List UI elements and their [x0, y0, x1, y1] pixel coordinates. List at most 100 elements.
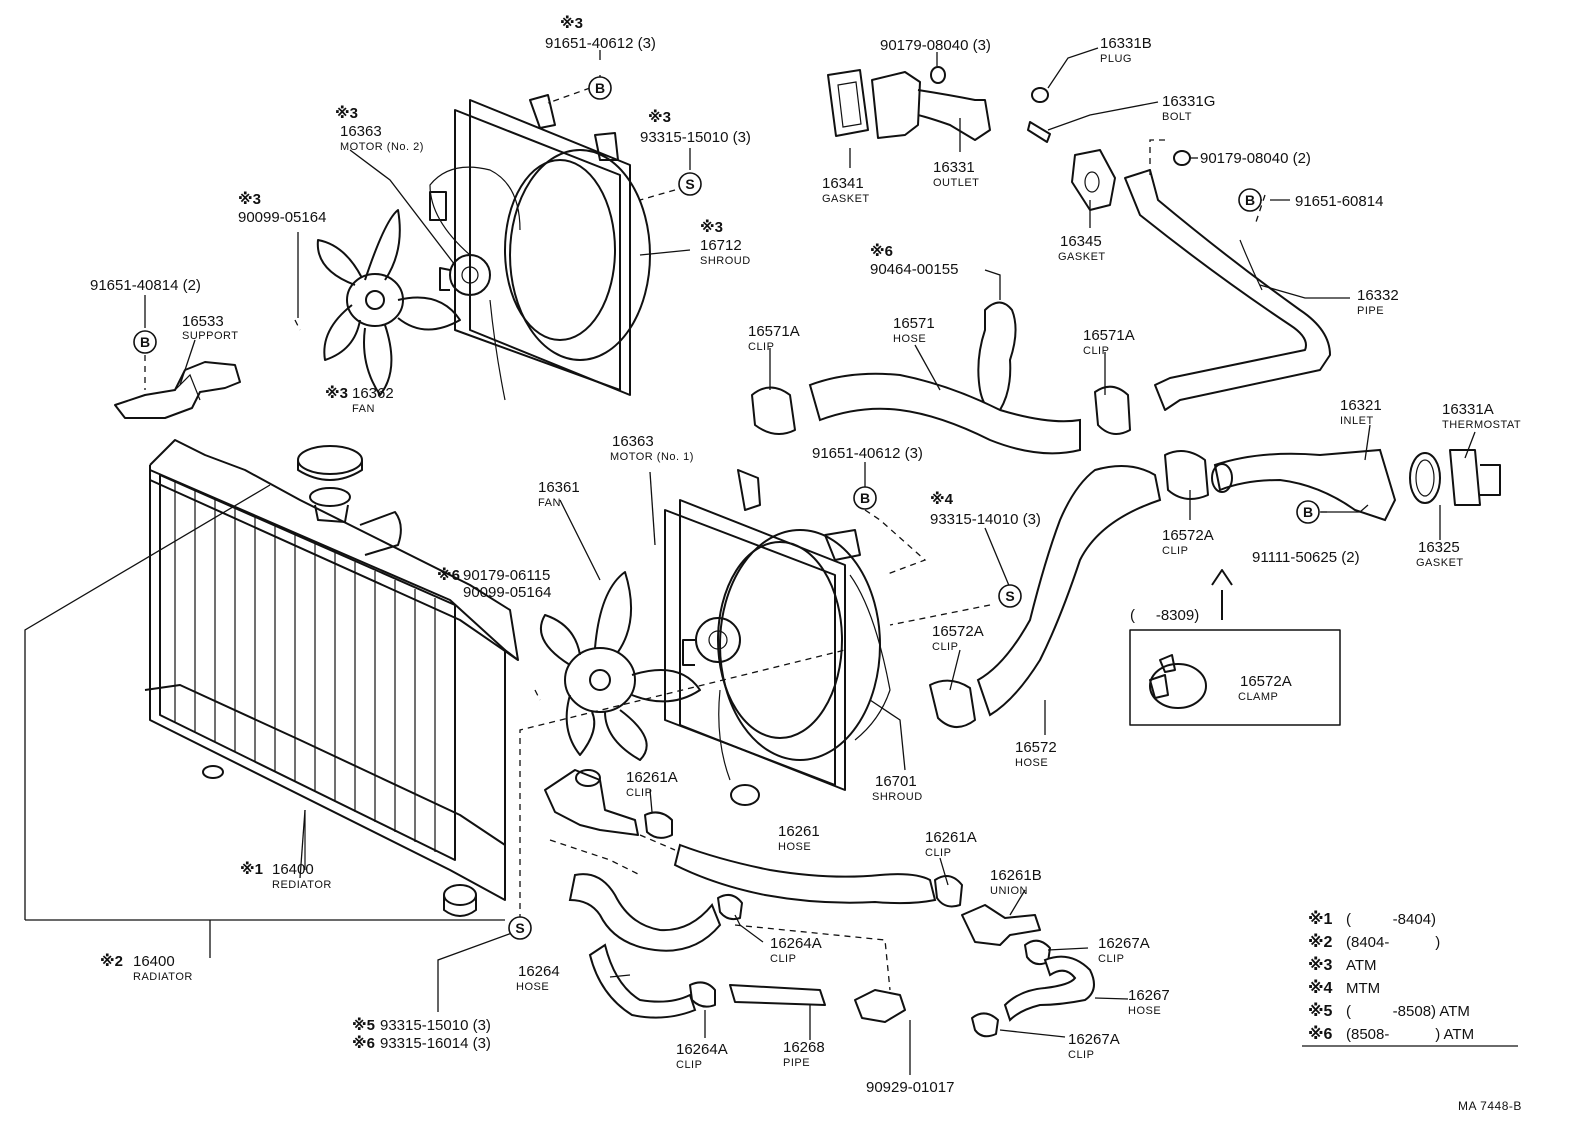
callout-hose-16264: 16264 HOSE: [516, 963, 560, 993]
callout-8309-note: ( -8309): [1130, 607, 1199, 624]
svg-text:※6: ※6: [870, 242, 893, 260]
svg-text:HOSE: HOSE: [893, 333, 926, 345]
svg-text:CLIP: CLIP: [932, 641, 958, 653]
svg-text:FAN: FAN: [538, 497, 561, 509]
clip-16572a-drawing: [929, 679, 976, 728]
bubble-b2: S: [678, 172, 702, 196]
callout-91651-40612-upper: ※3 91651-40612 (3): [545, 14, 656, 52]
svg-text:91651-60814: 91651-60814: [1295, 193, 1383, 210]
svg-text:CLIP: CLIP: [1162, 545, 1188, 557]
svg-text:PIPE: PIPE: [1357, 305, 1384, 317]
svg-text:90179-06115: 90179-06115: [463, 567, 550, 584]
svg-text:※6: ※6: [437, 566, 460, 584]
svg-text:※4: ※4: [930, 490, 954, 508]
bypass-drawing: [544, 769, 1095, 1038]
hose-16572-drawing: [976, 465, 1162, 717]
svg-text:OUTLET: OUTLET: [933, 177, 979, 189]
svg-text:16400: 16400: [133, 953, 175, 970]
svg-text:16572A: 16572A: [1162, 527, 1214, 544]
svg-text:16264: 16264: [518, 963, 560, 980]
svg-text:HOSE: HOSE: [1128, 1005, 1161, 1017]
svg-text:CLIP: CLIP: [925, 847, 951, 859]
svg-text:REDIATOR: REDIATOR: [272, 879, 332, 891]
legend-mark-2: ※2: [1308, 933, 1333, 951]
legend-mark-6: ※6: [1308, 1025, 1333, 1043]
callout-fan-16362: ※3 16362 FAN: [325, 384, 394, 415]
svg-text:90099-05164: 90099-05164: [238, 209, 326, 226]
svg-text:91651-40612 (3): 91651-40612 (3): [812, 445, 923, 462]
inlet-assembly-drawing: [1164, 448, 1501, 522]
svg-text:UNION: UNION: [990, 885, 1028, 897]
bubble-b1: B: [588, 76, 612, 100]
legend-text-5: ( -8508) ATM: [1346, 1003, 1470, 1020]
callout-91651-40612-lower: 91651-40612 (3): [812, 445, 923, 462]
legend-mark-3: ※3: [1308, 956, 1333, 974]
pipe-drawing: [1124, 169, 1331, 411]
legend: ※1 ( -8404) ※2 (8404- ) ※3 ATM ※4 MTM ※5…: [1302, 910, 1518, 1047]
svg-text:HOSE: HOSE: [1015, 757, 1048, 769]
svg-text:THERMOSTAT: THERMOSTAT: [1442, 419, 1521, 431]
bubble-b8: S: [508, 916, 532, 940]
callout-motor-no2: ※3 16363 MOTOR (No. 2): [335, 104, 423, 153]
svg-text:90929-01017: 90929-01017: [866, 1079, 954, 1096]
svg-text:※3: ※3: [560, 14, 583, 32]
callout-90464-00155: ※6 90464-00155: [870, 242, 958, 278]
bubble-b5: B: [853, 486, 877, 510]
svg-text:16345: 16345: [1060, 233, 1102, 250]
svg-text:16712: 16712: [700, 237, 742, 254]
svg-text:INLET: INLET: [1340, 415, 1374, 427]
leader-lines: [24, 47, 1476, 1075]
svg-text:( -8309): ( -8309): [1130, 607, 1199, 624]
svg-text:CLIP: CLIP: [1083, 345, 1109, 357]
svg-text:CLIP: CLIP: [1068, 1049, 1094, 1061]
svg-text:S: S: [685, 176, 694, 192]
callout-90099-05164-upper: ※3 90099-05164: [238, 190, 326, 226]
callout-93315-15010-upper: ※3 93315-15010 (3): [640, 108, 751, 146]
svg-text:90464-00155: 90464-00155: [870, 261, 958, 278]
bubble-b3: B: [133, 330, 157, 354]
svg-text:16261A: 16261A: [626, 769, 678, 786]
callout-gasket-16341: 16341 GASKET: [822, 175, 869, 205]
legend-text-1: ( -8404): [1346, 911, 1436, 928]
svg-text:※2: ※2: [100, 952, 123, 970]
callout-93315-14010: ※4 93315-14010 (3): [930, 490, 1041, 528]
callout-clip-16571a-left: 16571A CLIP: [748, 323, 800, 353]
svg-text:16332: 16332: [1357, 287, 1399, 304]
callout-90179-06115: ※6 90179-06115: [437, 566, 550, 584]
svg-text:CLIP: CLIP: [676, 1059, 702, 1071]
svg-text:16571A: 16571A: [1083, 327, 1135, 344]
gasket-ring-drawing: [977, 301, 1017, 412]
svg-text:PIPE: PIPE: [783, 1057, 810, 1069]
arrow-up-icon: [1211, 569, 1233, 620]
svg-text:SHROUD: SHROUD: [872, 791, 923, 803]
svg-text:16400: 16400: [272, 861, 314, 878]
callout-clip-16261a-left: 16261A CLIP: [626, 769, 678, 799]
callout-clip-16264a-upper: 16264A CLIP: [770, 935, 822, 965]
svg-text:※1: ※1: [240, 860, 263, 878]
callout-bolt-16331g: 16331G BOLT: [1162, 93, 1215, 123]
svg-text:16362: 16362: [352, 385, 394, 402]
callout-93315-15010-lower: ※5 93315-15010 (3): [352, 1016, 491, 1034]
callout-gasket-16325: 16325 GASKET: [1416, 539, 1463, 569]
callout-pipe-16268: 16268 PIPE: [783, 1039, 825, 1069]
legend-mark-4: ※4: [1308, 979, 1333, 997]
shroud-lower-drawing: [664, 469, 891, 806]
bubble-b7: B: [1296, 500, 1320, 524]
callout-hose-16572: 16572 HOSE: [1015, 739, 1057, 769]
svg-text:90179-08040 (2): 90179-08040 (2): [1200, 150, 1311, 167]
svg-text:B: B: [860, 490, 870, 506]
svg-text:16363: 16363: [340, 123, 382, 140]
svg-text:B: B: [140, 334, 150, 350]
callout-clip-16267a-upper: 16267A CLIP: [1098, 935, 1150, 965]
svg-text:16268: 16268: [783, 1039, 825, 1056]
svg-text:※3: ※3: [325, 384, 348, 402]
svg-text:S: S: [1005, 588, 1014, 604]
svg-text:90179-08040 (3): 90179-08040 (3): [880, 37, 991, 54]
svg-text:90099-05164: 90099-05164: [463, 584, 551, 601]
svg-text:16264A: 16264A: [770, 935, 822, 952]
legend-text-4: MTM: [1346, 980, 1380, 997]
svg-text:16261A: 16261A: [925, 829, 977, 846]
svg-text:CLIP: CLIP: [626, 787, 652, 799]
svg-text:RADIATOR: RADIATOR: [133, 971, 193, 983]
